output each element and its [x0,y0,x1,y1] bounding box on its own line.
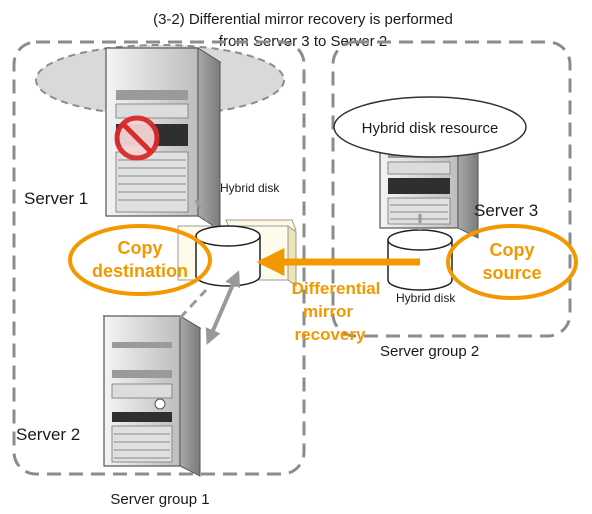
hybrid-disk-label-top: Hybrid disk [220,181,280,195]
server-2-disk-link [178,288,208,320]
hybrid-disk-label-bottom: Hybrid disk [396,291,456,305]
grey-bidirectional-arrow [205,270,241,345]
server-group-1-label: Server group 1 [110,491,209,508]
server-2-label: Server 2 [16,425,80,444]
server-group-2-label: Server group 2 [380,343,479,360]
server-3-label: Server 3 [474,201,538,220]
copy-source-ellipse [446,224,578,300]
server-group-2-box [331,40,572,338]
copy-destination-line-1: Copy [118,238,163,258]
server-1-label: Server 1 [24,189,88,208]
server-1-disk-link [194,199,212,227]
differential-label: Differential [292,279,381,298]
mirror-label: mirror [303,302,353,321]
server-group-1-box [12,40,306,476]
hybrid-disk-resource-ellipse [333,96,527,158]
copy-destination-line-2: destination [92,261,188,281]
hybrid-disk-resource-label: Hybrid disk resource [362,120,499,137]
copy-source-line-1: Copy [490,240,535,260]
recovery-label: recovery [295,325,366,344]
copy-destination-ellipse [68,224,212,296]
copy-source-line-2: source [482,263,541,283]
server-2-tower [102,315,202,477]
hybrid-disk-cylinder-server-group-1 [195,225,261,287]
title-line-1: (3-2) Differential mirror recovery is pe… [153,11,453,28]
prohibited-icon [114,115,160,161]
